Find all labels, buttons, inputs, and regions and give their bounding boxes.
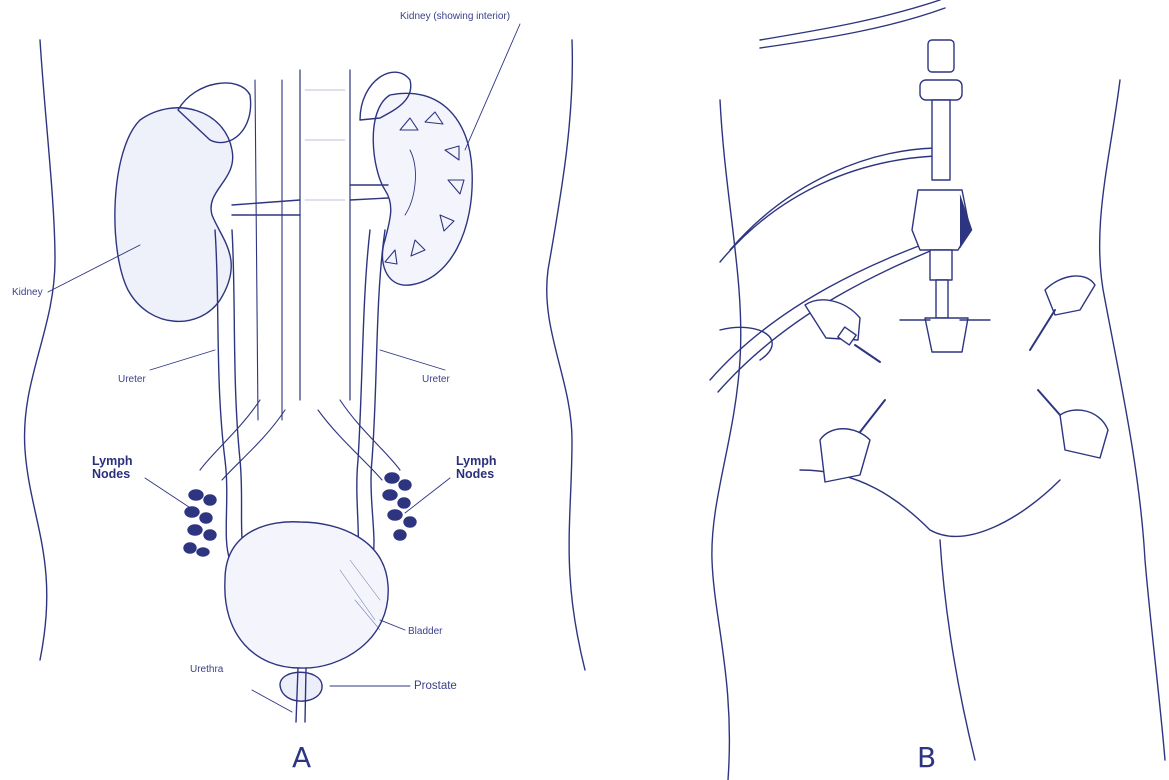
thigh-line bbox=[940, 540, 975, 760]
left-kidney bbox=[115, 108, 233, 322]
torso-right-outline bbox=[547, 40, 585, 670]
vena-cava bbox=[255, 80, 282, 420]
trocar-lower-right bbox=[1038, 390, 1108, 458]
aorta bbox=[300, 70, 350, 400]
panel-letter-b: B bbox=[917, 744, 936, 772]
trocar-upper-right bbox=[1030, 276, 1095, 350]
bladder bbox=[225, 522, 388, 668]
panel-a-illustration bbox=[25, 24, 585, 722]
right-lymph-nodes bbox=[383, 473, 416, 540]
right-ureter bbox=[371, 230, 385, 560]
left-lymph-nodes bbox=[184, 490, 216, 556]
label-urethra: Urethra bbox=[190, 665, 223, 675]
label-ureter-right: Ureter bbox=[422, 375, 450, 385]
right-kidney bbox=[373, 93, 472, 285]
prostate bbox=[280, 672, 322, 701]
abdomen-lower-curve bbox=[800, 470, 1060, 536]
abdomen-right-outline bbox=[1100, 80, 1165, 760]
label-kidney-interior: Kidney (showing interior) bbox=[400, 12, 510, 22]
panel-letter-a: A bbox=[292, 744, 311, 772]
trocar-lower-left bbox=[820, 400, 885, 482]
label-lymph-nodes-left: Lymph Nodes bbox=[92, 455, 146, 481]
label-ureter-left: Ureter bbox=[118, 375, 146, 385]
central-laparoscope bbox=[900, 40, 990, 352]
label-prostate: Prostate bbox=[414, 681, 457, 693]
abdomen-left-outline bbox=[712, 100, 741, 780]
torso-left-outline bbox=[25, 40, 55, 660]
tubing-top bbox=[760, 0, 945, 48]
right-ureter-inner bbox=[356, 230, 370, 560]
spine-shading bbox=[305, 90, 345, 200]
label-kidney: Kidney bbox=[12, 288, 43, 298]
panel-b-illustration bbox=[710, 0, 1165, 780]
label-lymph-nodes-right: Lymph Nodes bbox=[456, 455, 510, 481]
left-ureter-inner bbox=[232, 230, 246, 560]
tubing-left bbox=[720, 148, 935, 262]
trocar-upper-left bbox=[805, 300, 880, 362]
label-bladder: Bladder bbox=[408, 627, 442, 637]
iliac-branches bbox=[200, 400, 400, 480]
